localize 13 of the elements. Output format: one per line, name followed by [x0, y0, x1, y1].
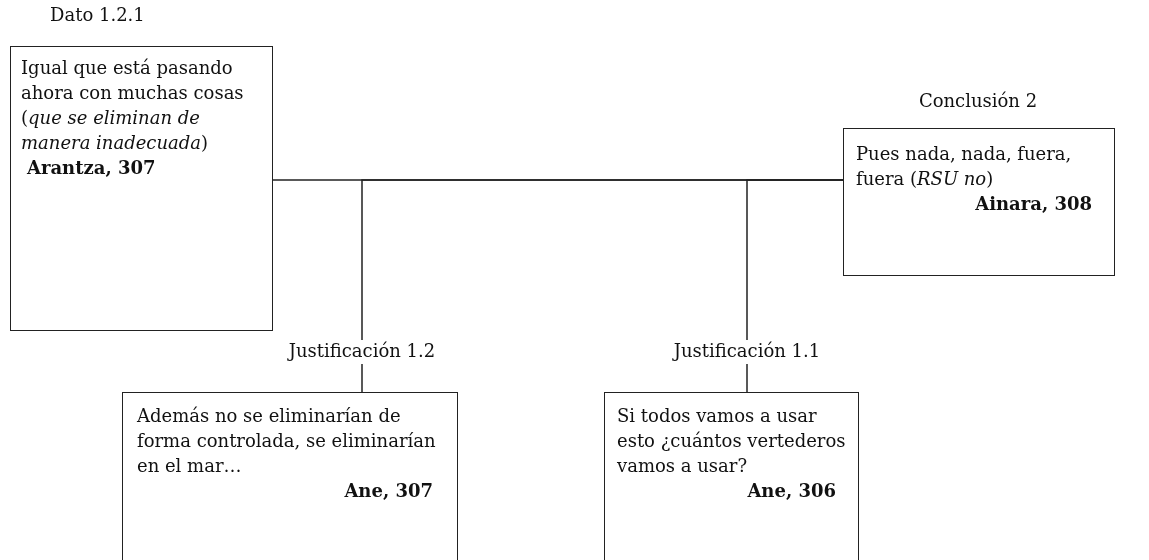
box-heading: Justificación 1.2 — [286, 340, 437, 362]
speaker-reference: Ainara, 308 — [974, 192, 1093, 216]
speaker-reference: Ane, 306 — [746, 479, 837, 503]
speaker-reference: Ane, 307 — [343, 479, 434, 503]
quote-text: Igual que está pasando ahora con muchas cosas (que se eliminan de manera inadecuada) — [21, 56, 245, 155]
box-heading: Justificación 1.1 — [671, 340, 822, 362]
box-heading: Conclusión 2 — [917, 90, 1039, 112]
connector-line — [746, 179, 844, 341]
box-heading: Dato 1.2.1 — [50, 4, 146, 26]
quote-text: Además no se eliminarían de forma controlada, se eliminarían en el mar… — [137, 404, 437, 478]
speaker-reference: Arantza, 307 — [26, 156, 157, 180]
quote-text: Si todos vamos a usar esto ¿cuántos vertederos vamos a usar? — [617, 404, 846, 478]
quote-text: Pues nada, nada, fuera, fuera (RSU no) — [856, 142, 1073, 191]
